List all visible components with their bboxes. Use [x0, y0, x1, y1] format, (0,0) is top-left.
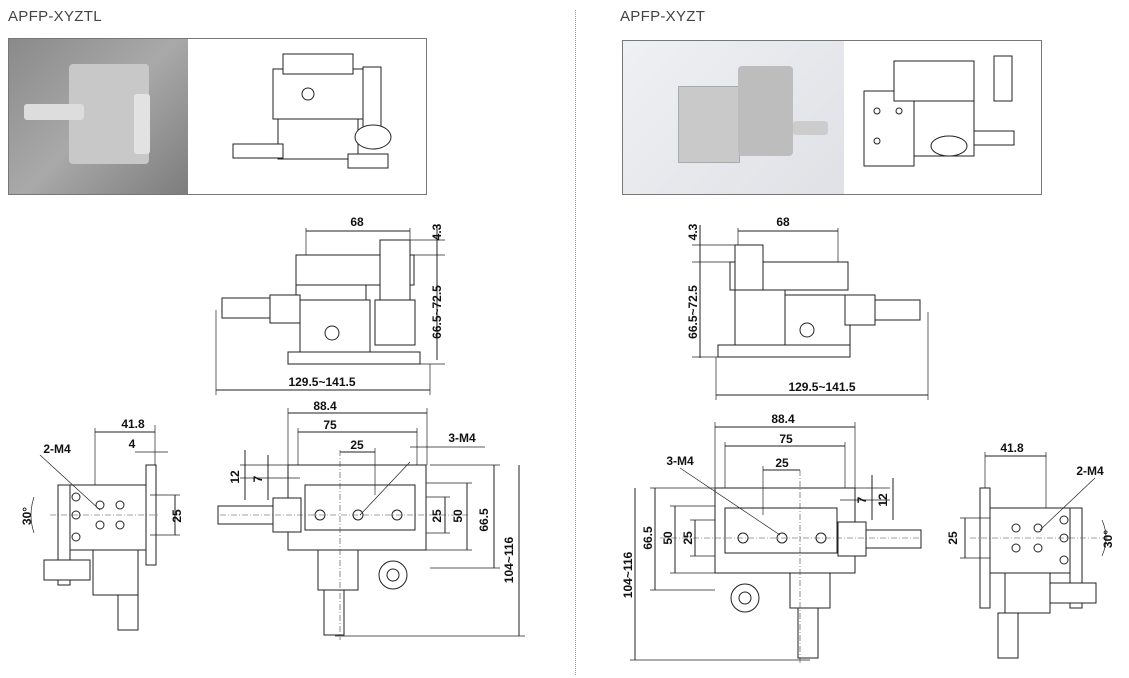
dim-total-height: 104~116: [502, 536, 516, 583]
dim-v-pitch: 25: [681, 531, 695, 545]
dim-angle: 30°: [1101, 530, 1115, 548]
dim-slot-outer: 12: [876, 493, 890, 507]
dim-hole-pitch: 25: [775, 456, 789, 470]
dim-v-66: 66.5: [477, 508, 491, 532]
dim-v-50: 50: [451, 509, 465, 523]
dim-inner: 75: [779, 432, 793, 446]
dim-total-height: 104~116: [621, 551, 635, 598]
dim-slot-inner: 7: [251, 475, 265, 482]
dim-height: 66.5~72.5: [430, 285, 444, 339]
dim-outer: 88.4: [313, 399, 337, 413]
product-photo-left: [9, 39, 188, 194]
section-divider: [575, 10, 576, 675]
dim-height: 66.5~72.5: [686, 285, 700, 339]
dim-side-width: 41.8: [1000, 441, 1024, 455]
dim-side-spacing: 25: [170, 509, 184, 523]
dim-top-offset: 4.3: [430, 223, 444, 240]
dim-hole-pitch: 25: [350, 438, 364, 452]
product-render-right: [863, 55, 1015, 167]
dim-v-50: 50: [661, 531, 675, 545]
label-2-m4: 2-M4: [1076, 464, 1104, 478]
product-images-right: [622, 40, 1042, 195]
right-side-view: 41.8 2-M4 25 30°: [946, 441, 1115, 659]
dim-angle: 30°: [20, 507, 34, 525]
right-front-view: 68 4.3 66.5~72.5 129.5~141.5: [686, 215, 929, 400]
left-side-view: 41.8 4 2-M4 30° 25: [20, 417, 184, 631]
dim-total-length: 129.5~141.5: [288, 375, 355, 389]
dim-outer: 88.4: [771, 412, 795, 426]
dim-v-66: 66.5: [641, 526, 655, 550]
dim-side-width: 41.8: [121, 417, 145, 431]
dim-side-spacing: 25: [946, 531, 960, 545]
product-title-left: APFP-XYZTL: [8, 8, 102, 25]
dim-top-offset: 4.3: [686, 223, 700, 240]
dim-v-pitch: 25: [430, 509, 444, 523]
dim-width: 68: [350, 215, 364, 229]
label-3-m4: 3-M4: [666, 454, 694, 468]
product-title-right: APFP-XYZT: [620, 8, 706, 25]
left-front-view: 68 4.3 66.5~72.5 129.5~141.5: [215, 215, 445, 395]
dim-slot-inner: 7: [855, 496, 869, 503]
label-2-m4: 2-M4: [43, 442, 71, 456]
dim-width: 68: [776, 215, 790, 229]
dim-total-length: 129.5~141.5: [788, 380, 855, 394]
dim-slot-outer: 12: [228, 470, 242, 484]
dim-side-offset: 4: [129, 437, 136, 451]
product-render-left: [232, 53, 392, 169]
product-images-left: [8, 38, 427, 195]
product-photo-right: [623, 41, 844, 194]
label-3-m4: 3-M4: [448, 431, 476, 445]
left-top-view: 88.4 75 25 3-M4 12 7 25 50 66.5 104~116: [217, 399, 525, 640]
dim-inner: 75: [323, 418, 337, 432]
right-top-view: 88.4 75 25 3-M4 7 12 25 50 66.5 104~116: [621, 412, 922, 665]
